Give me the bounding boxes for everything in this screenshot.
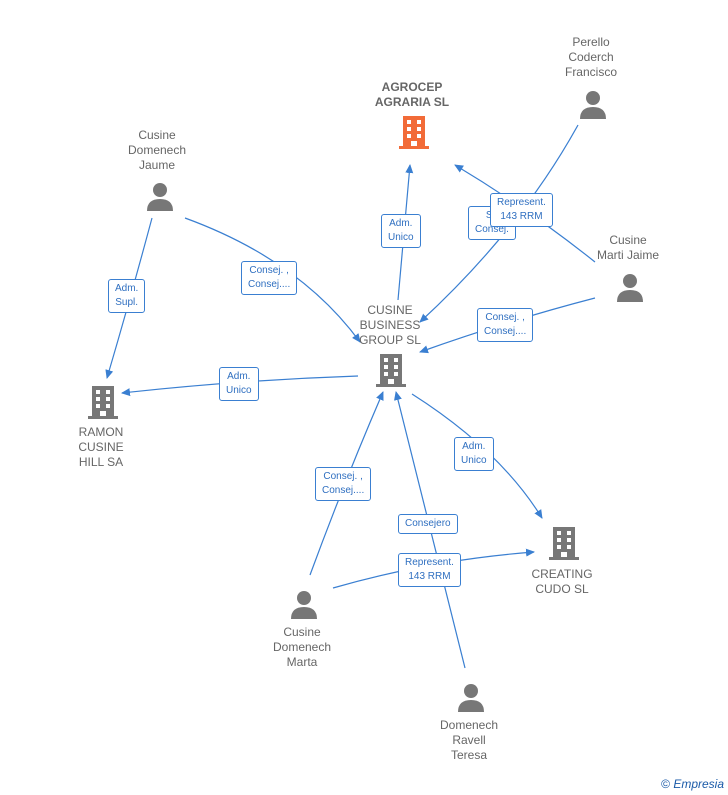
node-label: CUSINE BUSINESS GROUP SL: [359, 303, 421, 347]
building-icon: [399, 116, 429, 149]
person-icon: [458, 684, 484, 712]
node-label: Perello Coderch Francisco: [564, 35, 617, 79]
person-icon: [580, 91, 606, 119]
node-label: RAMON CUSINE HILL SA: [78, 425, 124, 469]
person-icon: [147, 183, 173, 211]
node-label: Cusine Marti Jaime: [596, 233, 659, 262]
brand-footer: © Empresia: [661, 777, 724, 791]
edge-label-consej-jaume[interactable]: Consej. , Consej....: [241, 261, 298, 295]
node-teresa[interactable]: Domenech Ravell Teresa: [424, 718, 514, 763]
edge-label-adm-supl[interactable]: Adm. Supl.: [108, 279, 146, 313]
brand-name: Empresia: [673, 777, 724, 791]
copyright-icon: ©: [661, 777, 670, 791]
edge-label-consej-jaime[interactable]: Consej. , Consej....: [477, 308, 534, 342]
person-icon: [291, 591, 317, 619]
building-icon: [549, 527, 579, 560]
building-icon: [376, 354, 406, 387]
person-icon: [617, 274, 643, 302]
edge-label-adm-unico-ramon[interactable]: Adm. Unico: [219, 367, 259, 401]
node-label: Domenech Ravell Teresa: [439, 718, 499, 762]
building-icon: [88, 386, 118, 419]
edge-label-represent-perello[interactable]: Represent. 143 RRM: [490, 193, 553, 227]
node-cbg[interactable]: CUSINE BUSINESS GROUP SL: [345, 303, 435, 348]
node-agrocep[interactable]: AGROCEP AGRARIA SL: [356, 80, 468, 110]
edge-label-consejero-teresa[interactable]: Consejero: [398, 514, 458, 534]
node-jaime[interactable]: Cusine Marti Jaime: [583, 233, 673, 263]
node-label: Cusine Domenech Marta: [272, 625, 332, 669]
edge-label-consej-marta[interactable]: Consej. , Consej....: [315, 467, 372, 501]
node-jaume[interactable]: Cusine Domenech Jaume: [112, 128, 202, 173]
node-ramon[interactable]: RAMON CUSINE HILL SA: [56, 425, 146, 470]
edge-label-represent-marta[interactable]: Represent. 143 RRM: [398, 553, 461, 587]
edge-label-adm-unico-creating[interactable]: Adm. Unico: [454, 437, 494, 471]
node-perello[interactable]: Perello Coderch Francisco: [546, 35, 636, 80]
node-label: Cusine Domenech Jaume: [127, 128, 187, 172]
node-marta[interactable]: Cusine Domenech Marta: [257, 625, 347, 670]
node-creating[interactable]: CREATING CUDO SL: [517, 567, 607, 597]
edge-label-adm-unico-agro[interactable]: Adm. Unico: [381, 214, 421, 248]
node-label: CREATING CUDO SL: [531, 567, 593, 596]
node-label: AGROCEP AGRARIA SL: [374, 80, 450, 109]
